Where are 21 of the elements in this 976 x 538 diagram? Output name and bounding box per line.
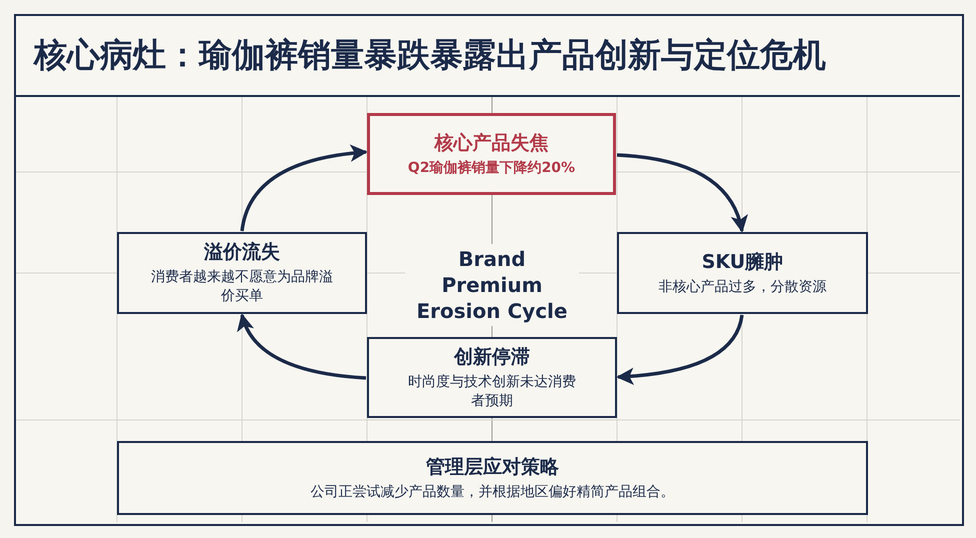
highlight-box [367,113,616,195]
center-label: Brand Premium Erosion Cycle [405,244,579,326]
box-heading: 溢价流失 [204,240,280,264]
box-heading: 核心产品失焦 [434,130,548,154]
curved-arrow [238,313,366,380]
box-heading: 创新停滞 [454,344,530,368]
box-heading: 管理层应对策略 [426,454,559,478]
curved-arrow [616,153,747,233]
process-box [367,337,617,418]
box-description: 时尚度与技术创新未达消费者预期 [407,372,577,410]
process-box [117,232,367,314]
strategy-box [117,441,868,515]
curved-arrow [616,314,744,385]
process-box [617,232,868,314]
box-description: Q2瑜伽裤销量下降约20% [408,158,576,178]
page-title: 核心病灶：瑜伽裤销量暴跌暴露出产品创新与定位危机 [34,34,826,76]
box-description: 公司正尝试减少产品数量，并根据地区偏好精简产品组合。 [310,482,674,502]
box-description: 非核心产品过多，分散资源 [658,278,826,296]
box-description: 消费者越来越不愿意为品牌溢价买单 [150,268,334,306]
box-heading: SKU臃肿 [702,250,784,274]
curved-arrow [240,144,368,232]
